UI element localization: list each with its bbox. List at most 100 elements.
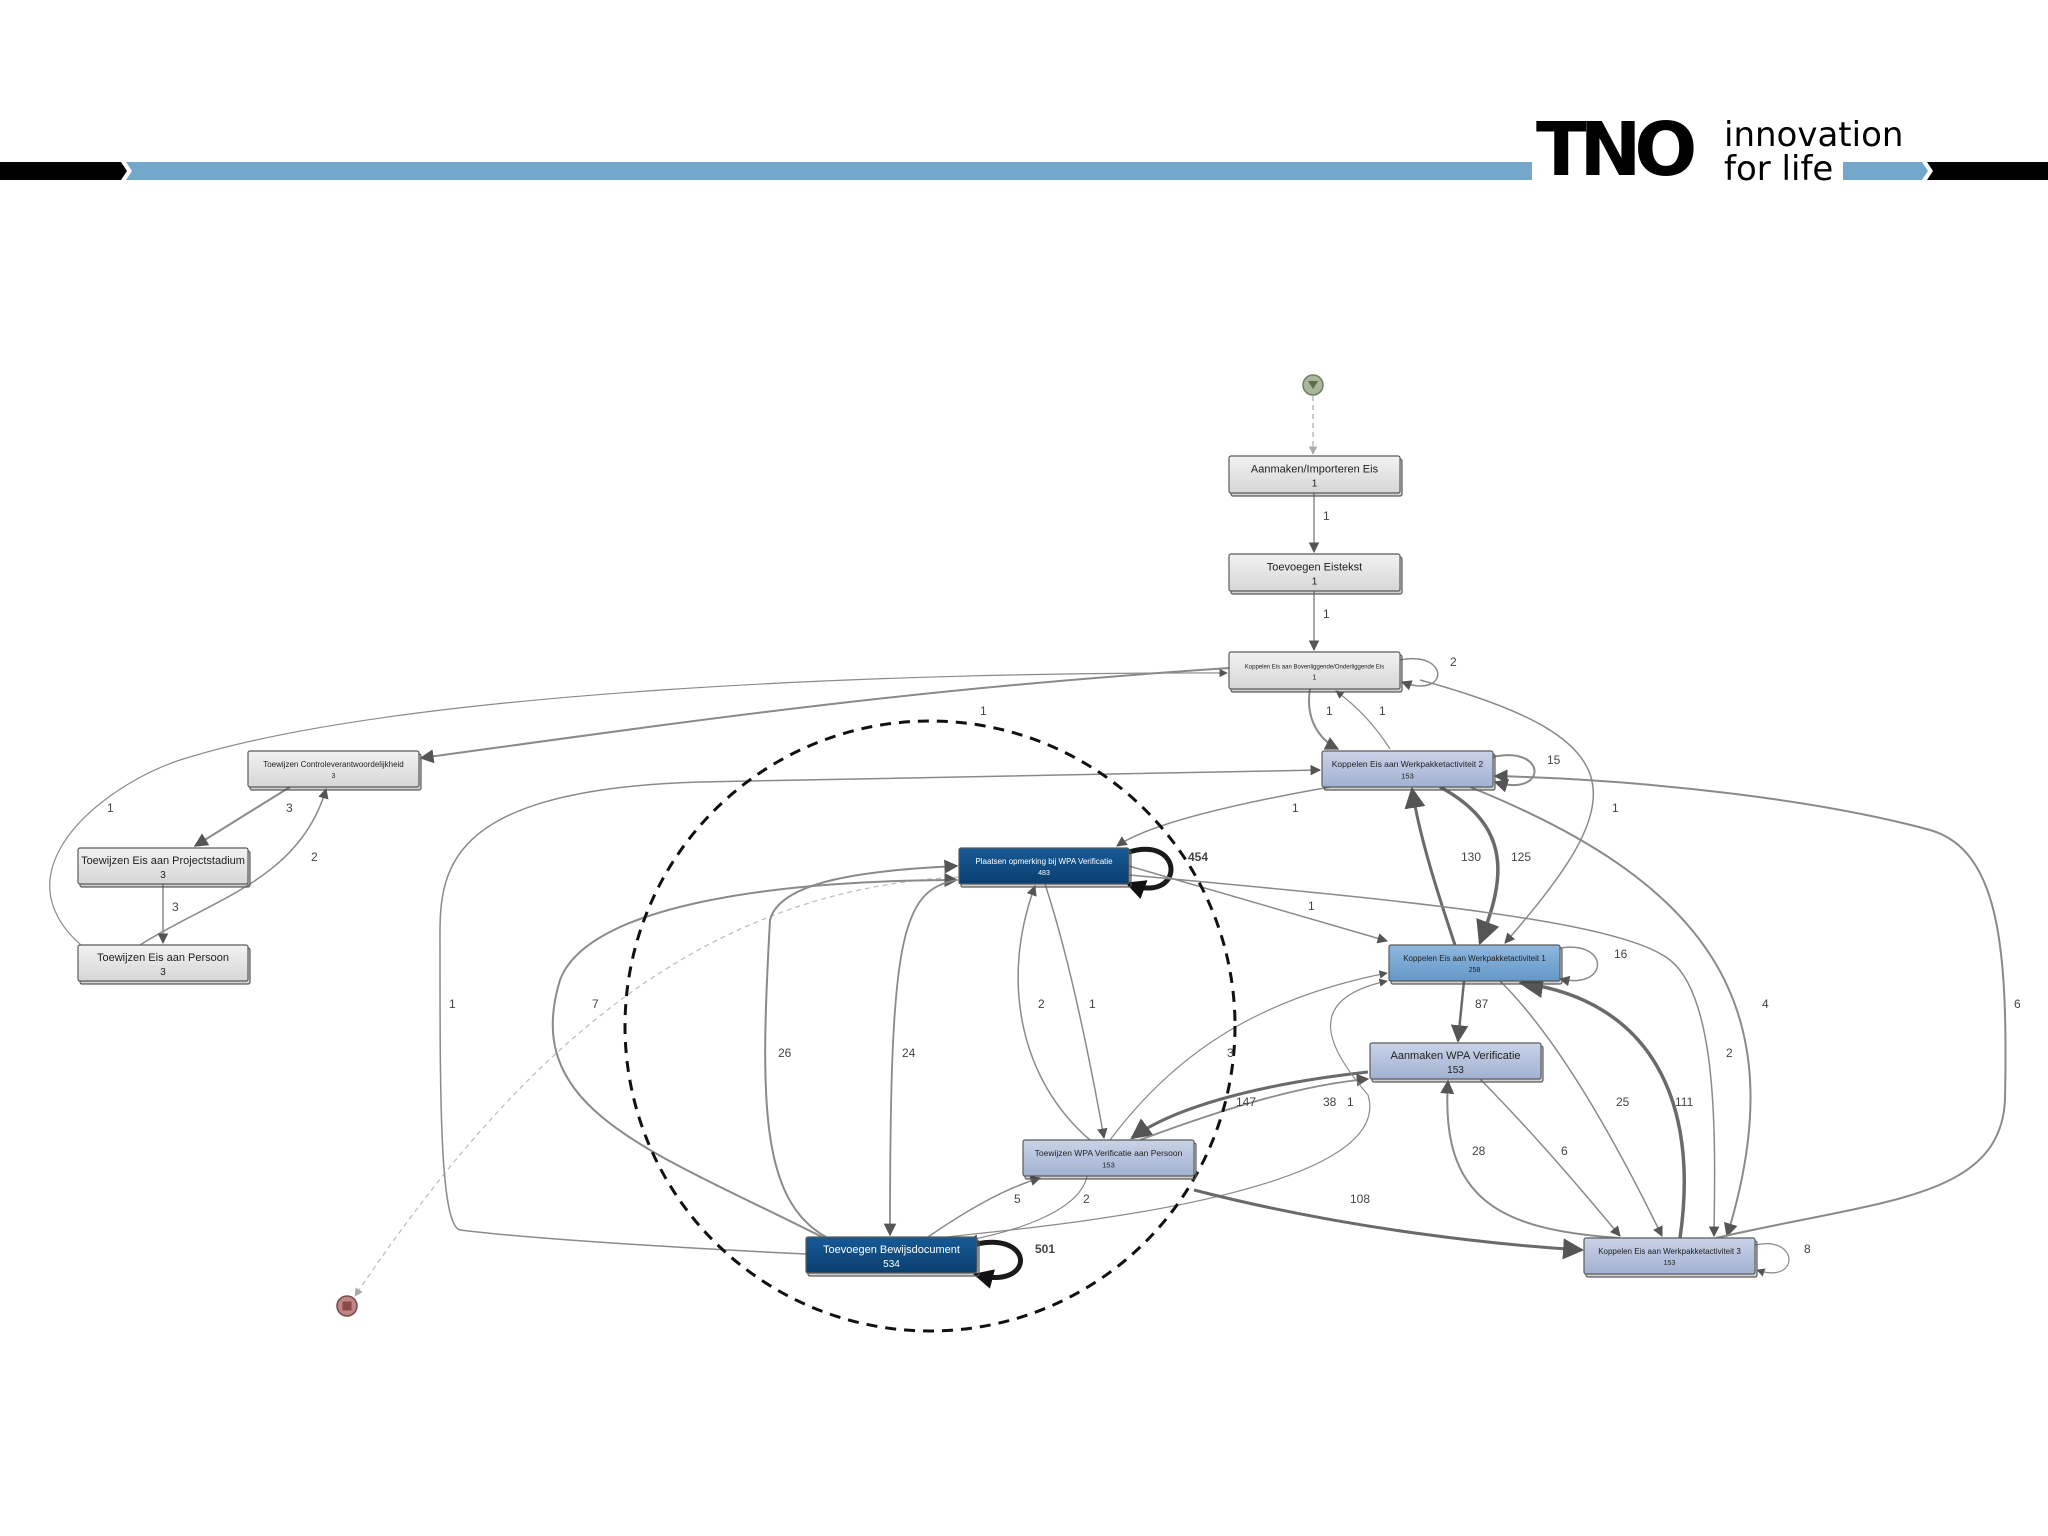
node-label: Toewijzen Eis aan Persoon (97, 952, 229, 964)
node-box (1388, 944, 1561, 982)
node-count: 483 (1038, 870, 1050, 877)
node-count: 3 (332, 773, 336, 780)
header-bar-right-black (1927, 162, 2048, 180)
edge-label: 125 (1511, 850, 1531, 864)
node-count: 534 (883, 1259, 900, 1270)
logo-mark: TNO (1536, 107, 1697, 193)
node-label: Aanmaken/Importeren Eis (1251, 464, 1379, 476)
node-count: 1 (1313, 675, 1317, 682)
edge-n12-to-n8 (551, 873, 959, 1238)
node-count: 153 (1102, 1161, 1115, 1170)
edge-label: 1 (980, 704, 987, 718)
edge-n7-to-n9 (1439, 785, 1500, 946)
process-node[interactable]: Koppelen Eis aan Werkpakketactiviteit 21… (1321, 750, 1496, 791)
process-node[interactable]: Aanmaken WPA Verificatie 153 (1369, 1042, 1544, 1083)
edge-label: 1 (1612, 801, 1619, 815)
node-label: Toewijzen Controleverantwoordelijkheid (263, 760, 404, 769)
edge-label: 2 (311, 850, 318, 864)
edge-n7-to-n7 (1492, 754, 1536, 793)
node-box (77, 847, 249, 885)
logo-tagline: innovation for life (1724, 118, 1903, 186)
edge-label: 2 (1083, 1192, 1090, 1206)
process-node[interactable]: Toevoegen Bewijsdocument 534 (805, 1236, 980, 1277)
edge-n3-to-n9 (1419, 679, 1595, 944)
node-label: Toevoegen Eistekst (1267, 562, 1362, 574)
edge-label: 3 (286, 801, 293, 815)
edge-label: 1 (1326, 704, 1333, 718)
edge-n3-to-n7 (1308, 688, 1340, 750)
node-label: Toevoegen Bewijsdocument (823, 1244, 960, 1256)
edge-n7-to-n3 (1335, 690, 1391, 750)
process-node[interactable]: Toewijzen Eis aan Persoon 3 (77, 944, 251, 985)
edge-n7-to-n8 (1116, 786, 1331, 847)
edge-n13-to-n9 (1518, 973, 1686, 1239)
process-node[interactable]: Koppelen Eis aan Bovenliggende/Onderligg… (1228, 651, 1403, 693)
node-box (1583, 1237, 1756, 1275)
edge-n8-to-n8 (1125, 847, 1174, 899)
node-count: 3 (160, 870, 166, 881)
edge-label: 4 (1762, 997, 1769, 1011)
edge-label: 16 (1614, 947, 1628, 961)
node-label: Koppelen Eis aan Werkpakketactiviteit 3 (1598, 1247, 1741, 1256)
node-label: Toewijzen Eis aan Projectstadium (81, 855, 245, 867)
node-box (1022, 1139, 1195, 1177)
tno-logo: TNO innovation for life (1536, 112, 1916, 190)
edge-n11-to-n13 (1193, 1188, 1585, 1260)
edge-label: 6 (2014, 997, 2021, 1011)
edge-label: 24 (902, 1046, 916, 1060)
node-box (1369, 1042, 1542, 1080)
edge-n8-to-n13 (1128, 874, 1720, 1238)
edge-label: 25 (1616, 1095, 1630, 1109)
process-node[interactable]: Koppelen Eis aan Werkpakketactiviteit 31… (1583, 1237, 1758, 1278)
edge-label: 1 (1379, 704, 1386, 718)
node-box (247, 750, 420, 788)
process-node[interactable]: Toewijzen Eis aan Projectstadium 3 (77, 847, 251, 888)
edge-label: 1 (1089, 997, 1096, 1011)
edge-n11-to-n8 (1017, 885, 1091, 1141)
edge-label: 5 (1014, 1192, 1021, 1206)
edge-n3-to-n3 (1399, 657, 1439, 691)
edge-label: 15 (1547, 753, 1561, 767)
edge-label: 1 (107, 801, 114, 815)
edge-label: 1 (1308, 899, 1315, 913)
process-node[interactable]: Koppelen Eis aan Werkpakketactiviteit 12… (1388, 944, 1563, 985)
node-count: 3 (160, 967, 166, 978)
edge-n12-to-n8 (764, 859, 959, 1238)
node-count: 153 (1447, 1065, 1464, 1076)
edges-layer (49, 396, 2007, 1297)
edge-label: 1 (1347, 1095, 1354, 1109)
edge-n9-to-n7 (1404, 786, 1457, 946)
edge-n12-to-n12 (973, 1239, 1023, 1289)
edge-n10-to-n11 (1130, 1070, 1369, 1140)
header-bar (0, 162, 2048, 180)
edge-label: 2 (1038, 997, 1045, 1011)
edge-label: 2 (1726, 1046, 1733, 1060)
edge-n11-to-n12 (969, 1175, 1088, 1243)
highlight-circle (623, 719, 1237, 1333)
edge-label: 1 (1323, 607, 1330, 621)
edge-n3-to-n4 (419, 667, 1230, 764)
edge-n8-to-n12 (883, 879, 958, 1237)
edge-n13-to-n7 (1493, 769, 2007, 1239)
edge-label: 3 (172, 900, 179, 914)
edge-n13-to-n10 (1440, 1079, 1621, 1239)
edge-to-end (354, 876, 960, 1297)
edge-n12-to-n11 (927, 1175, 1042, 1238)
node-label: Aanmaken WPA Verificatie (1390, 1050, 1520, 1062)
process-node[interactable]: Plaatsen opmerking bij WPA Verificatie48… (958, 847, 1132, 888)
end-marker (336, 1295, 358, 1317)
edge-label: 108 (1350, 1192, 1370, 1206)
edge-label: 147 (1236, 1095, 1256, 1109)
edge-n12-to-n7 (439, 764, 1322, 1255)
header-bar-blue-right (1843, 162, 1928, 180)
logo-tagline-line1: innovation (1724, 115, 1904, 155)
edge-n12-to-n10 (946, 978, 1388, 1238)
edge-label: 38 (1323, 1095, 1337, 1109)
process-node[interactable]: Toewijzen Controleverantwoordelijkheid 3 (247, 750, 422, 791)
edge-n10-to-n13 (1479, 1078, 1621, 1237)
